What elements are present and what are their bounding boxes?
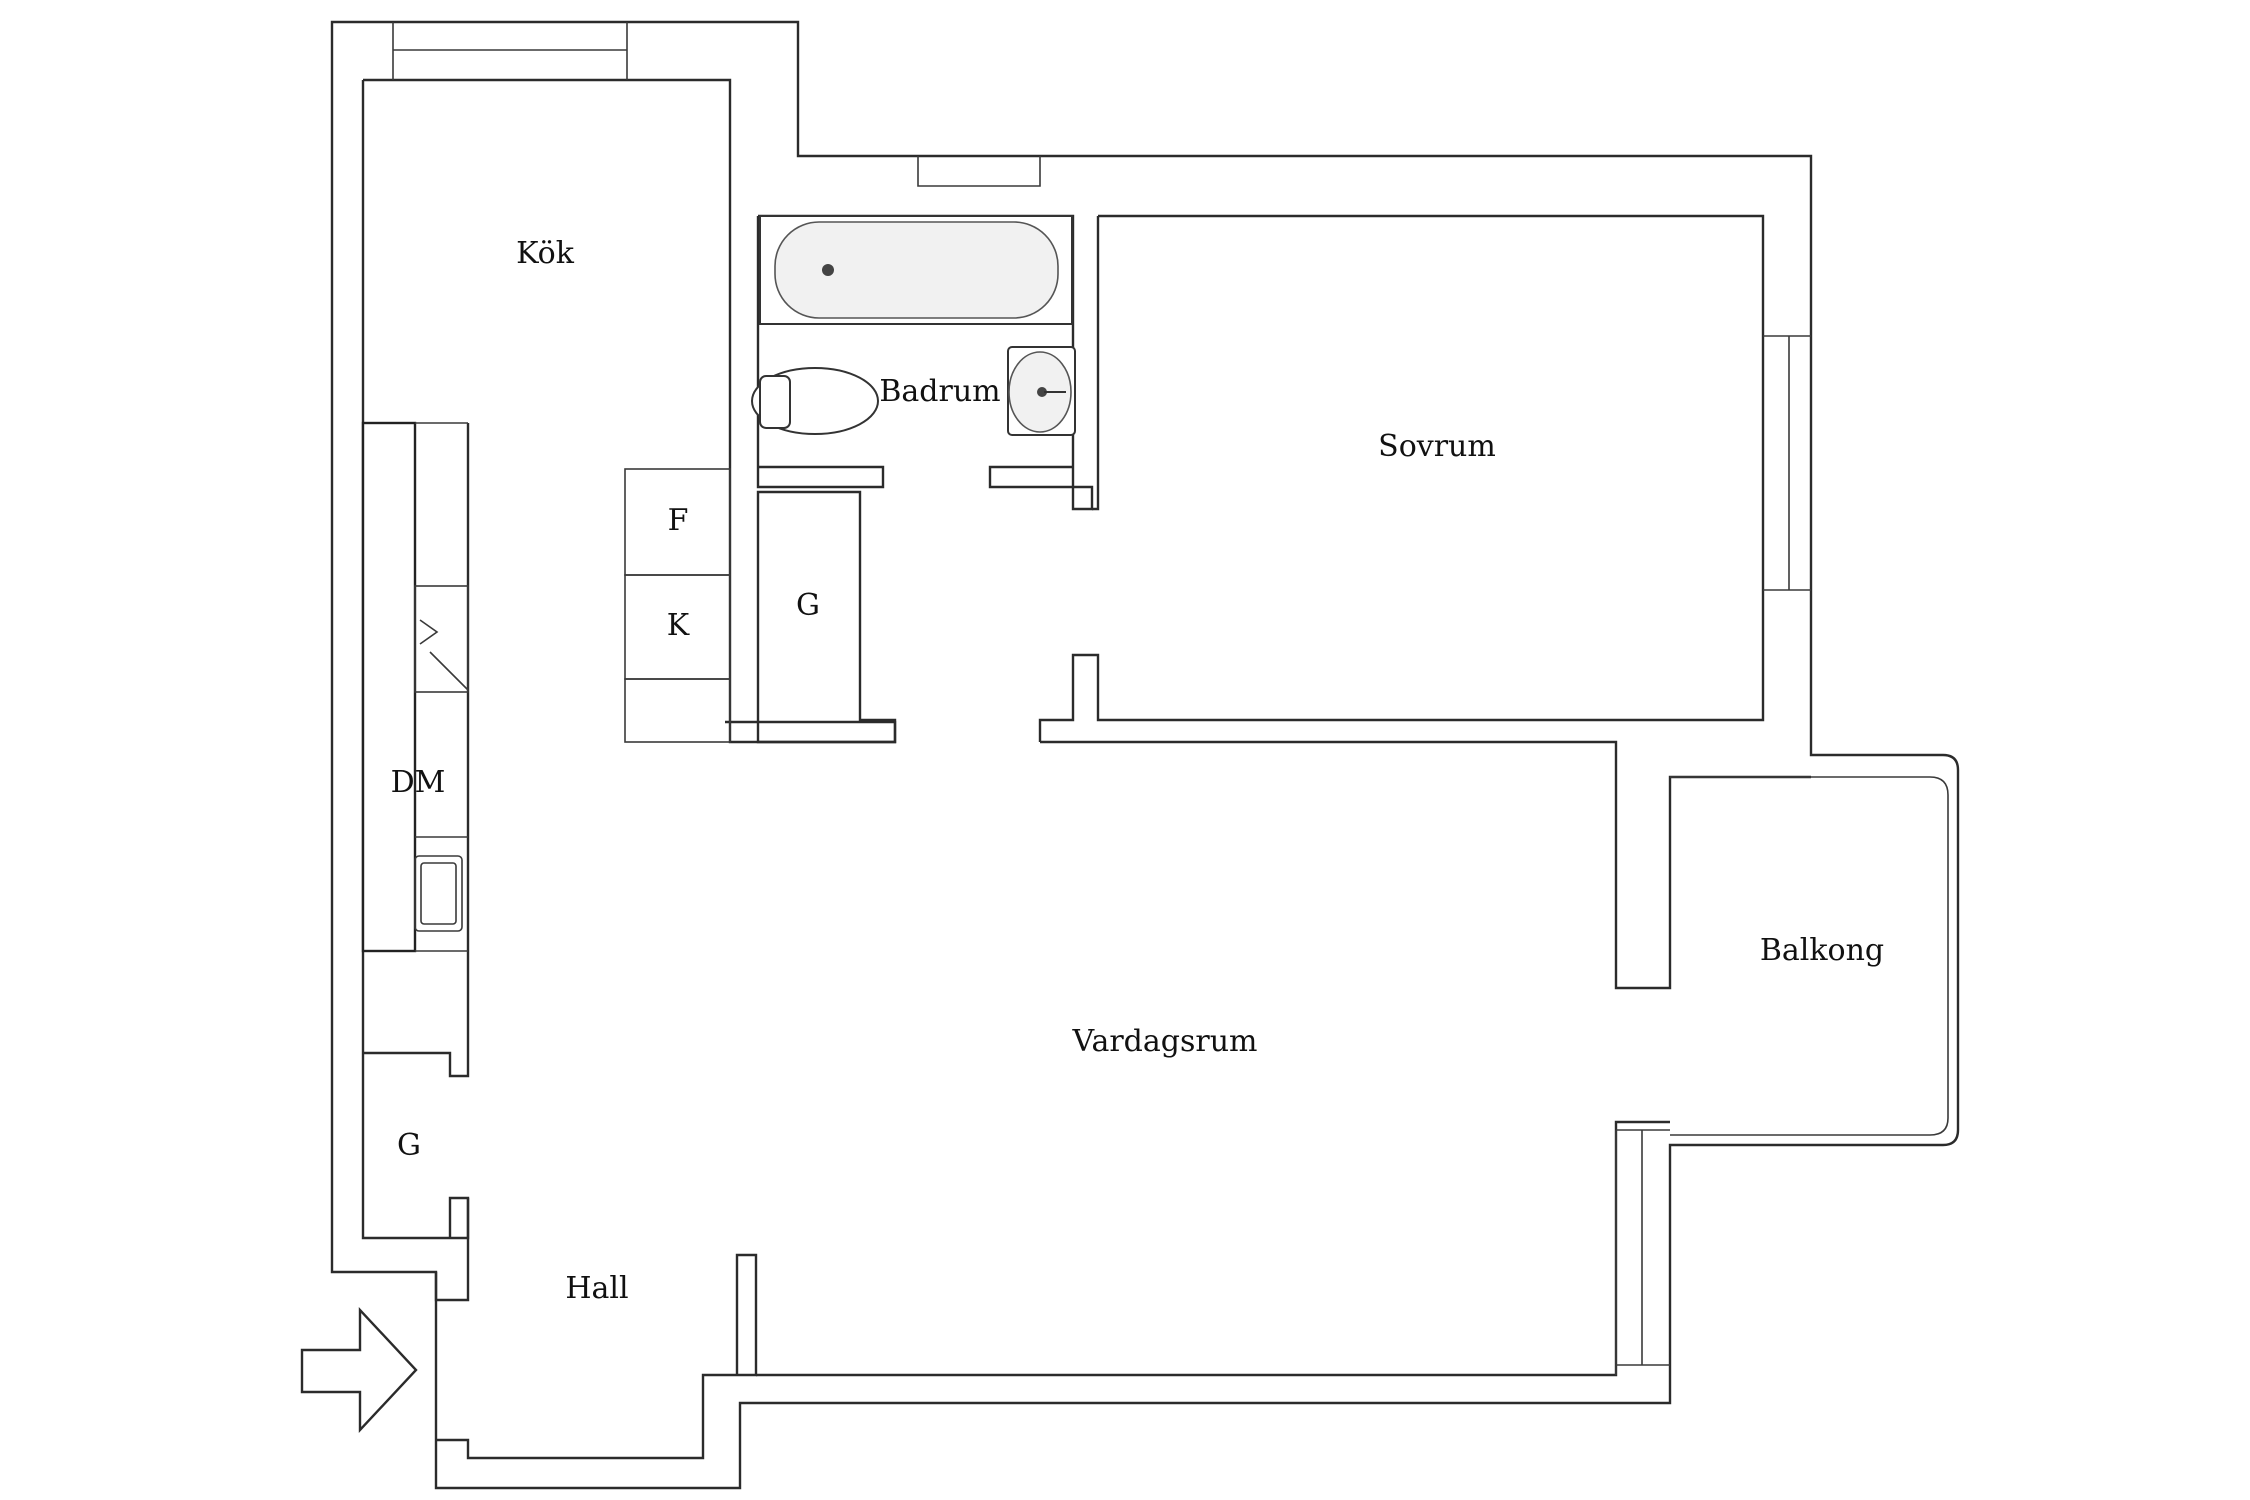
washbasin <box>1007 346 1076 436</box>
bath-closet-label: G <box>796 588 820 623</box>
stove <box>414 585 469 693</box>
room-label-balkong: Balkong <box>1760 933 1884 968</box>
kitchen-window <box>392 22 628 80</box>
hall-closet-label: G <box>397 1128 421 1163</box>
bath-closet-wall <box>756 490 897 744</box>
cabinet-base <box>624 678 731 743</box>
bath-window <box>917 156 1041 187</box>
room-label-hall: Hall <box>565 1271 628 1306</box>
bedroom-wall <box>1038 214 1765 742</box>
entrance-arrow-icon <box>300 1306 418 1434</box>
bedroom-window <box>1763 335 1811 591</box>
kitchen-sink-basin <box>420 862 457 925</box>
hall-bottom-wall <box>436 1253 758 1460</box>
bathtub-drain <box>822 264 834 276</box>
living-room-wall <box>756 1120 1670 1377</box>
bathtub-basin <box>774 221 1059 319</box>
fridge-label: F <box>668 503 689 538</box>
stove-marks <box>419 619 469 691</box>
dishwasher-label: DM <box>391 765 446 800</box>
bedroom-door-jamb <box>1092 216 1100 511</box>
room-label-vardagsrum: Vardagsrum <box>1072 1024 1258 1059</box>
hall-lower-wall <box>434 1198 470 1302</box>
toilet <box>751 367 879 435</box>
kitchen-counter <box>361 421 417 953</box>
room-label-sovrum: Sovrum <box>1378 429 1496 464</box>
counter-front <box>415 422 468 952</box>
bathroom-left-wall <box>756 216 885 489</box>
outer-wall <box>330 20 1960 1490</box>
room-label-kok: Kök <box>516 236 575 271</box>
room-label-badrum: Badrum <box>879 374 1000 409</box>
balcony-rail <box>1670 776 1949 1136</box>
living-room-top-wall <box>1040 740 1811 990</box>
inner-wall-kitchen-right <box>363 423 470 1078</box>
kitchen-sink <box>414 855 463 932</box>
freezer-label: K <box>667 608 690 643</box>
living-window-right <box>1615 1129 1670 1375</box>
